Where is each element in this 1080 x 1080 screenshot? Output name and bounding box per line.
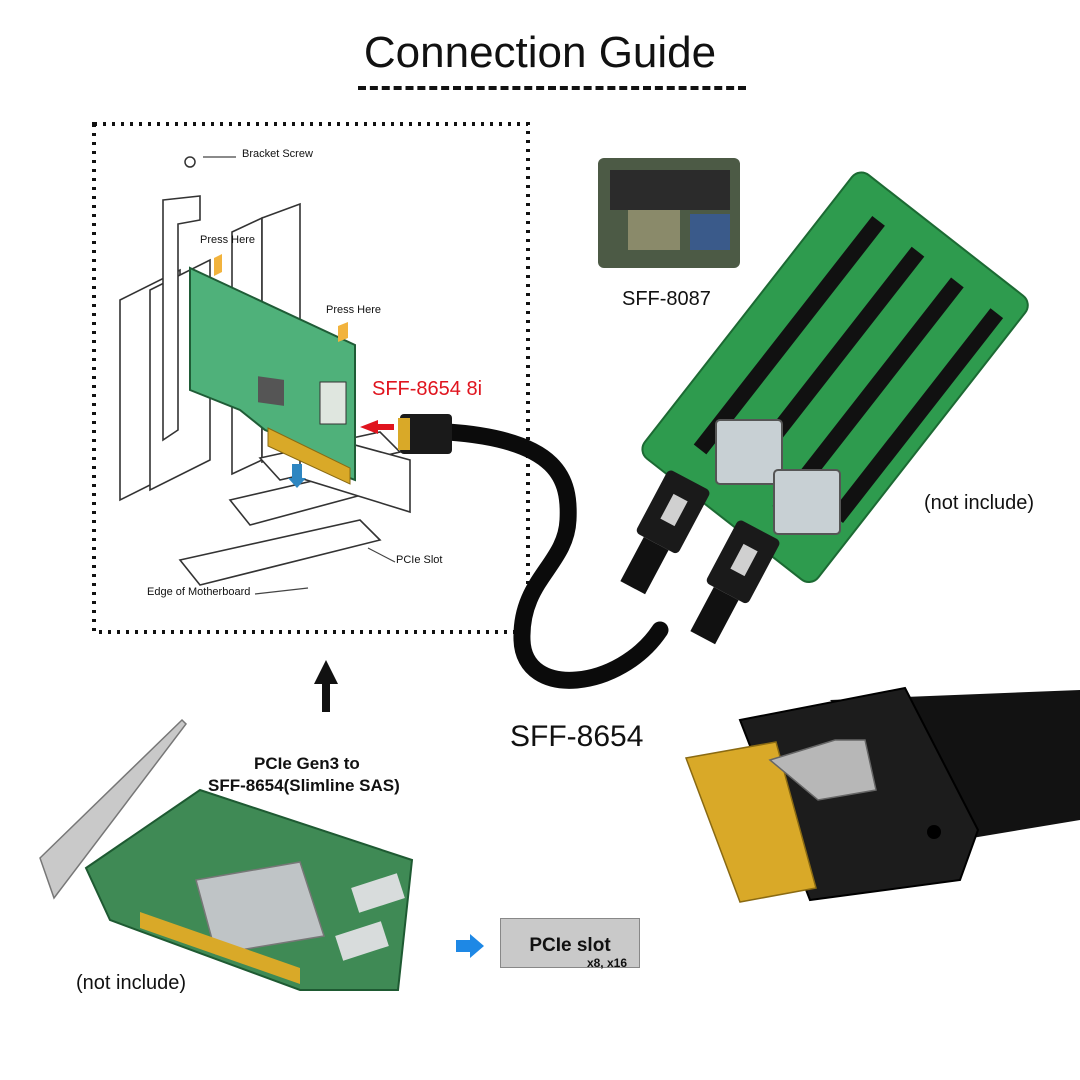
right-arrow-icon — [456, 934, 484, 958]
card-chip — [258, 376, 284, 406]
card-gold-fingers — [267, 427, 351, 485]
sff8087-plug-2 — [690, 520, 780, 645]
pcie-slot-tag: PCIe slot x8, x16 — [500, 918, 640, 970]
page-title: Connection Guide — [363, 28, 717, 77]
sff8654-connector-closeup — [684, 686, 1080, 903]
card-title-line-2: SFF-8654(Slimline SAS) — [208, 776, 400, 795]
edge-of-motherboard-label: Edge of Motherboard — [147, 586, 251, 598]
press-here-label-1: Press Here — [200, 234, 256, 246]
diagram-frame — [92, 122, 530, 634]
cable-connector-top — [400, 414, 452, 454]
pcie-slot-label: PCIe Slot — [396, 554, 443, 566]
title-underline — [358, 86, 746, 90]
seat-arrow-icon — [288, 464, 306, 488]
sff8654-8i-label: SFF-8654 8i — [372, 378, 483, 400]
bracket-screw-icon — [184, 156, 196, 168]
press-here-tab-2 — [338, 322, 348, 342]
press-here-tab-1 — [214, 254, 222, 276]
main-cable — [439, 423, 669, 689]
not-include-right-label: (not include) — [924, 492, 1035, 514]
sff8654-label: SFF-8654 — [510, 720, 644, 753]
up-arrow-icon — [314, 660, 338, 712]
not-include-left-label: (not include) — [76, 972, 187, 994]
pcie-slot-tag-sub: x8, x16 — [586, 956, 627, 970]
sff8087-label: SFF-8087 — [622, 288, 711, 310]
bracket-screw-label: Bracket Screw — [242, 148, 313, 160]
press-here-label-2: Press Here — [326, 304, 382, 316]
pcie-slot-tag-title: PCIe slot — [529, 935, 611, 956]
card-port — [319, 381, 347, 425]
diagram-callout-lines — [203, 156, 396, 595]
riser-port-1 — [715, 419, 783, 485]
controller-card-photo — [39, 718, 414, 991]
riser-port-2 — [773, 469, 841, 535]
red-pointer-arrow-icon — [360, 420, 394, 434]
cable-connector-gold — [398, 418, 410, 450]
sff8087-plug-1 — [620, 470, 710, 595]
card-title-line-1: PCIe Gen3 to — [254, 754, 360, 773]
